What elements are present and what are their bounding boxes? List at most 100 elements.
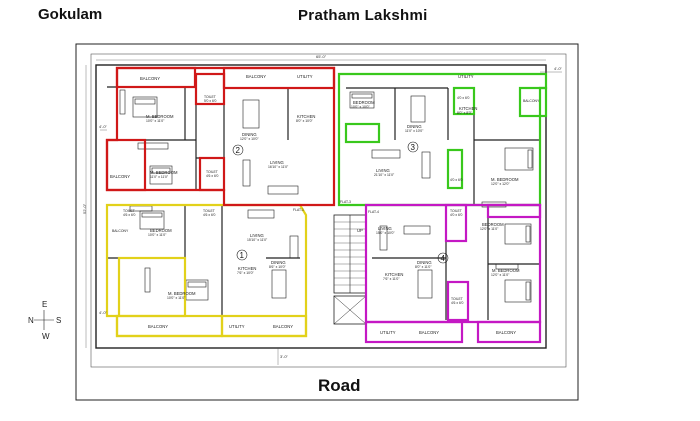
flat3-toilet2-size: 4'0 x 6'0 bbox=[450, 178, 463, 182]
flat4-living-label: LIVING bbox=[378, 226, 392, 231]
flat2-balcony1-label: BALCONY bbox=[140, 76, 160, 81]
flat1-kitchen-size: 7'6" x 10'0" bbox=[237, 271, 255, 275]
flat2-utility-border bbox=[222, 66, 336, 90]
flat1-bedroom-size: 10'0" x 11'0" bbox=[148, 233, 167, 237]
flat4-kitchen-label: KITCHEN bbox=[385, 272, 403, 277]
flat3-balcony-border bbox=[518, 86, 548, 118]
flat2-toilet1-label: TOILET bbox=[204, 95, 216, 99]
flat2-bedroom-size: 11'0" x 11'0" bbox=[150, 175, 169, 179]
flat2-toilet2-label: TOILET bbox=[206, 170, 218, 174]
flat1-mbedroom-label: M. BEDROOM bbox=[168, 291, 196, 296]
staircase: UP bbox=[333, 214, 367, 325]
flat2-balcony2-border bbox=[105, 138, 147, 192]
flat1-dining-label: DINING bbox=[271, 260, 286, 265]
flat4-mbedroom-size: 12'0" x 11'0" bbox=[491, 273, 510, 277]
flat3-mbedroom-label: M. BEDROOM bbox=[491, 177, 519, 182]
flat1-balcony-border bbox=[115, 314, 224, 338]
flat4-dining-label: DINING bbox=[417, 260, 432, 265]
furniture bbox=[119, 89, 534, 303]
dim-left3: 4'-0" bbox=[99, 310, 108, 315]
sheet-border bbox=[75, 43, 579, 401]
flat1-living-size: 15'10" x 11'0" bbox=[247, 238, 268, 242]
flat3-kitchen-label: KITCHEN bbox=[459, 106, 477, 111]
flat4-balcony2-label: BALCONY bbox=[496, 330, 516, 335]
project-title: Pratham Lakshmi bbox=[298, 7, 428, 24]
flat3-number: 3 bbox=[411, 143, 416, 152]
flat1-balcony2-label: BALCONY bbox=[273, 324, 293, 329]
flat4-toilet2-label: TOILET bbox=[451, 297, 463, 301]
dim-left2: 4'-0" bbox=[99, 124, 108, 129]
flat3-living-size: 21'10" x 11'0" bbox=[374, 173, 395, 177]
flat2-balcony3-label: BALCONY bbox=[110, 174, 130, 179]
flat3-kitchen-size: 8'0" x 8'0" bbox=[457, 111, 473, 115]
compass-icon: E W N S bbox=[28, 300, 61, 341]
flat1-toilet2-label: TOILET bbox=[203, 209, 215, 213]
location-title: Gokulam bbox=[38, 6, 103, 23]
flat4-mbedroom-label: M. BEDROOM bbox=[492, 268, 520, 273]
flat1-dining-size: 8'6" x 10'0" bbox=[269, 265, 287, 269]
flat4-dining-size: 8'0" x 11'0" bbox=[415, 265, 432, 269]
flat4-balcony-border bbox=[364, 320, 464, 344]
flat1-mbedroom-size: 10'0" x 11'0" bbox=[167, 296, 186, 300]
flat1-number: 1 bbox=[240, 251, 245, 260]
flat4-toilet2-size: 4'6 x 6'0 bbox=[451, 301, 464, 305]
flat3-bedroom-label: BEDROOM bbox=[353, 100, 375, 105]
flat2-toilet2-size: 4'6 x 6'0 bbox=[206, 174, 219, 178]
flat2-bedroom-label: M. BEDROOM bbox=[150, 170, 178, 175]
plot-boundary bbox=[90, 53, 567, 368]
flat4-kitchen-size: 7'6" x 11'0" bbox=[383, 277, 400, 281]
flat3-toilet1-size: 4'0 x 6'0 bbox=[457, 96, 470, 100]
flat3-living-label: LIVING bbox=[376, 168, 390, 173]
flat4-toilet-border bbox=[444, 203, 468, 243]
flat3-utility-border bbox=[344, 122, 381, 144]
flat1-toilet2-size: 4'6 x 6'0 bbox=[203, 213, 216, 217]
flat2-dining-size: 12'0" x 10'0" bbox=[240, 137, 259, 141]
flat1-balcony-side-label: BALCONY bbox=[112, 229, 129, 233]
compass-w: W bbox=[42, 332, 50, 341]
flat3-dining-size: 11'0" x 10'0" bbox=[405, 129, 424, 133]
flat4-bedroom-label: BEDROOM bbox=[482, 222, 504, 227]
flat-numbers: 1 2 3 4 bbox=[232, 141, 449, 264]
dim-right: 4'-0" bbox=[554, 66, 563, 71]
flat4-living-size: 15'0" x 10'0" bbox=[376, 231, 395, 235]
flat1-living-label: LIVING bbox=[250, 233, 264, 238]
flat2-kitchen-size: 8'0" x 10'0" bbox=[296, 119, 314, 123]
compass-e: E bbox=[42, 300, 47, 309]
flat4-toilet1-size: 4'0 x 6'0 bbox=[450, 213, 463, 217]
flat4-balcony2-border bbox=[476, 320, 542, 344]
flat4-tag: FLAT-4 bbox=[368, 210, 379, 214]
road-label: Road bbox=[318, 376, 361, 395]
flat2-toilet2-border bbox=[198, 156, 226, 192]
stair-up-label: UP bbox=[357, 228, 363, 233]
flat4-number: 4 bbox=[441, 254, 446, 263]
flat2-mbedroom-label: M. BEDROOM bbox=[146, 114, 174, 119]
flat4-utility-label: UTILITY bbox=[380, 330, 396, 335]
flat2-utility-label: UTILITY bbox=[297, 74, 313, 79]
flat3-toilet-border bbox=[452, 86, 476, 116]
flat3-dining-label: DINING bbox=[407, 124, 422, 129]
dim-bottom: 3'-0" bbox=[280, 354, 289, 359]
flat4-bedroom-size: 12'0" x 11'0" bbox=[480, 227, 499, 231]
flat1-toilet1-label: TOILET bbox=[123, 209, 135, 213]
dimension-lines bbox=[85, 59, 562, 365]
flat1-bedroom-label: BEDROOM bbox=[150, 228, 172, 233]
compass-s: S bbox=[56, 316, 61, 325]
dim-left: 52'-0" bbox=[82, 203, 87, 214]
flat1-utility-border bbox=[220, 314, 308, 338]
dim-top: 65'-0" bbox=[316, 54, 327, 59]
flat2-living-size: 16'10" x 11'0" bbox=[268, 165, 289, 169]
flat1-tag: FLAT-1 bbox=[293, 208, 304, 212]
flat1-utility-label: UTILITY bbox=[229, 324, 245, 329]
flat3-balcony-label: BALCONY bbox=[523, 99, 540, 103]
flat2-number: 2 bbox=[236, 146, 241, 155]
flat1-mbedroom-border bbox=[117, 256, 187, 318]
flat2-living-label: LIVING bbox=[270, 160, 284, 165]
flat3-toilet2-border bbox=[446, 148, 464, 190]
flat2-dining-label: DINING bbox=[242, 132, 257, 137]
flat1-toilet1-size: 4'6 x 6'0 bbox=[123, 213, 136, 217]
flat2-balcony2-label: BALCONY bbox=[246, 74, 266, 79]
flat4-toilet2-border bbox=[446, 280, 470, 322]
flat4-balcony1-label: BALCONY bbox=[419, 330, 439, 335]
flat2-mbedroom-size: 10'0" x 11'0" bbox=[146, 119, 165, 123]
